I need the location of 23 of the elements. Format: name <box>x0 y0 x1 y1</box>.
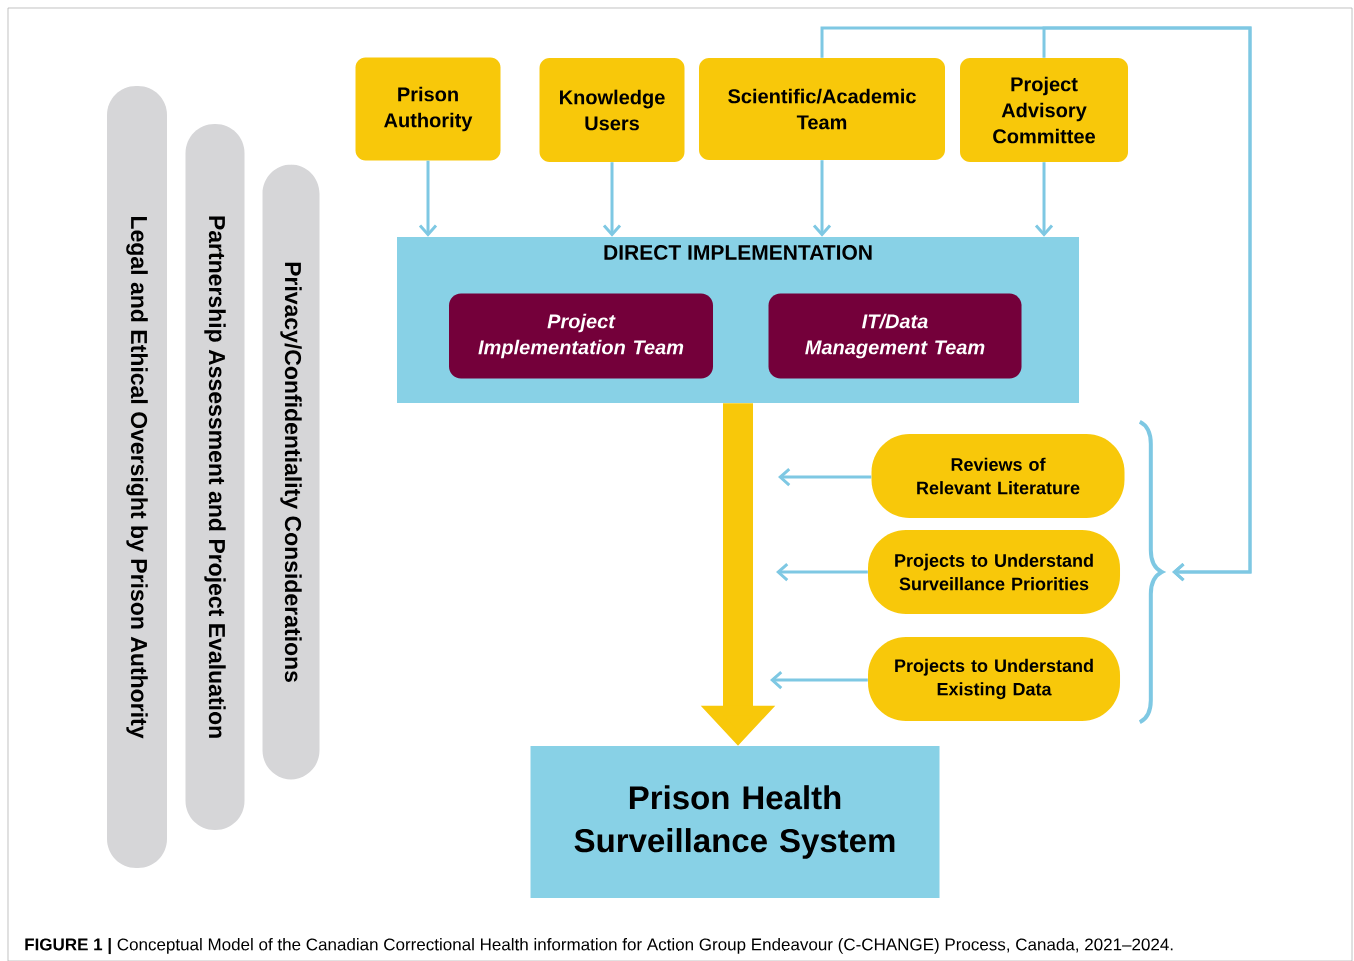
arrow <box>1034 162 1054 237</box>
caption: FIGURE 1 | Conceptual Model of the Canadian Correctional Health information for Action Group Endeavour (C-CHANGE) Process, Canada, 2021–2024. <box>25 937 1173 955</box>
activity-pill: Projects to Understand Surveillance Priorities <box>868 530 1120 614</box>
arrow <box>770 670 868 690</box>
role-box: Project Advisory Committee <box>960 58 1128 162</box>
activity-pill: Reviews of Relevant Literature <box>871 434 1125 518</box>
arrow <box>1042 26 1252 582</box>
role-box: Scientific/Academic Team <box>699 58 945 160</box>
arrow <box>776 562 868 582</box>
role-box: Knowledge Users <box>539 58 685 162</box>
role-box: Prison Authority <box>355 57 501 161</box>
consideration-bar: Partnership Assessment and Project Evaluation <box>185 124 245 830</box>
team-box: Project Implementation Team <box>449 293 713 379</box>
arrow <box>602 162 622 237</box>
arrow <box>812 160 832 237</box>
arrow <box>778 467 872 487</box>
consideration-bar: Privacy/Confidentiality Considerations <box>262 164 320 780</box>
activity-pill: Projects to Understand Existing Data <box>868 637 1120 721</box>
system-box: Prison Health Surveillance System <box>530 746 940 898</box>
consideration-bar: Legal and Ethical Oversight by Prison Authority <box>107 86 167 868</box>
team-box: IT/Data Management Team <box>768 293 1022 379</box>
arrow <box>418 160 438 237</box>
brace <box>1138 420 1164 724</box>
